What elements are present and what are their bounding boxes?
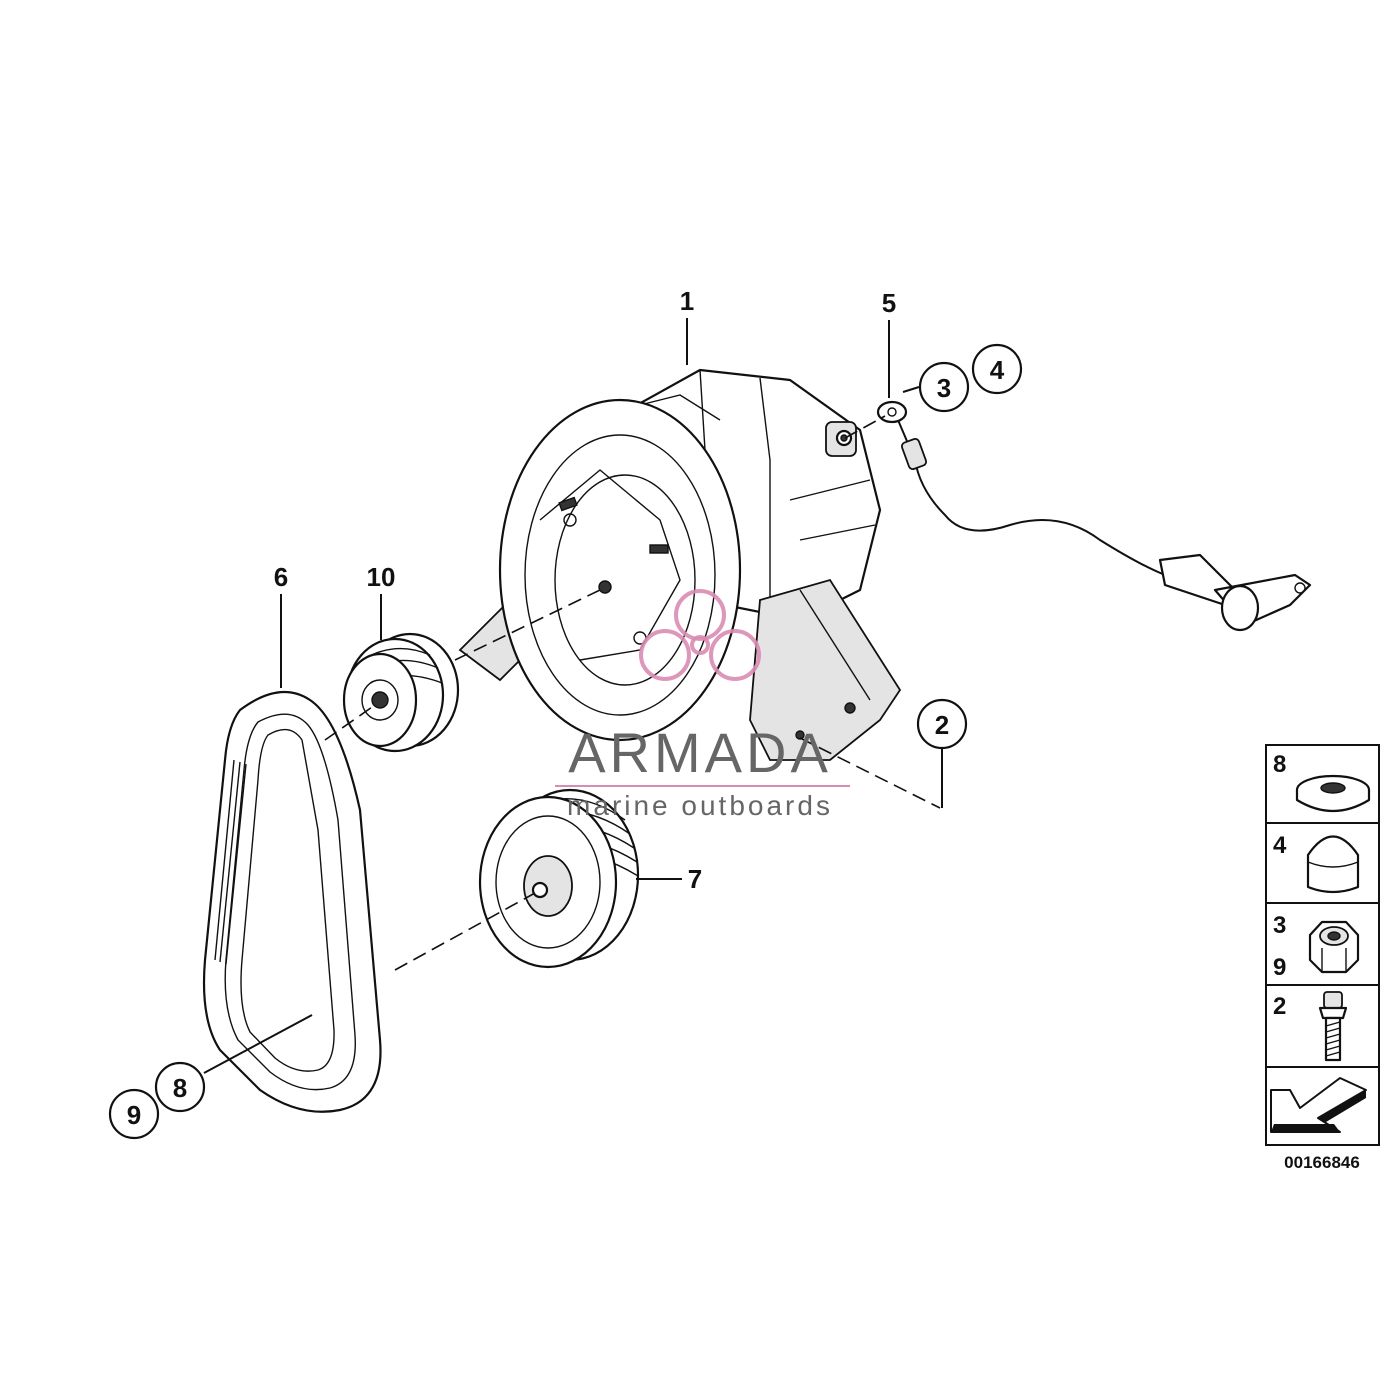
- legend-label-4: 4: [1273, 832, 1287, 859]
- callout-8-circle: 8: [154, 1061, 206, 1113]
- washer-icon: [1295, 774, 1371, 812]
- diagram-number: 00166846: [1284, 1153, 1360, 1172]
- callout-2: 2: [935, 710, 949, 740]
- legend-label-8: 8: [1273, 751, 1286, 778]
- legend-label-3: 3: [1273, 912, 1286, 939]
- callout-7: 7: [688, 864, 702, 894]
- callout-2-circle: 2: [916, 698, 968, 750]
- watermark-logo-icon: [639, 589, 761, 681]
- direction-arrow-icon: [1270, 1077, 1367, 1133]
- alternator: [458, 368, 902, 761]
- callout-4: 4: [990, 355, 1005, 385]
- callout-9: 9: [127, 1100, 141, 1130]
- watermark-brand: ARMADA: [568, 721, 832, 784]
- legend-label-9: 9: [1273, 954, 1286, 981]
- idler-pulley: [342, 632, 460, 753]
- bolt-icon: [1318, 991, 1348, 1062]
- ground-cable: [876, 400, 1312, 632]
- callout-4-circle: 4: [971, 343, 1023, 395]
- callout-6: 6: [274, 562, 288, 592]
- watermark-tagline: marine outboards: [567, 790, 833, 821]
- hardware-legend: 8 4 3 9 2: [1265, 744, 1380, 1146]
- callout-1: 1: [680, 286, 694, 316]
- crank-pulley: [478, 788, 640, 969]
- hex-nut-icon: [1308, 920, 1360, 974]
- cap-icon: [1306, 835, 1360, 894]
- callout-3: 3: [937, 373, 951, 403]
- callout-9-circle: 9: [108, 1088, 160, 1140]
- callout-5: 5: [882, 288, 896, 318]
- callout-10: 10: [367, 562, 396, 592]
- legend-label-2: 2: [1273, 993, 1286, 1020]
- callout-8: 8: [173, 1073, 187, 1103]
- drive-belt: [202, 690, 382, 1113]
- callout-3-circle: 3: [918, 361, 970, 413]
